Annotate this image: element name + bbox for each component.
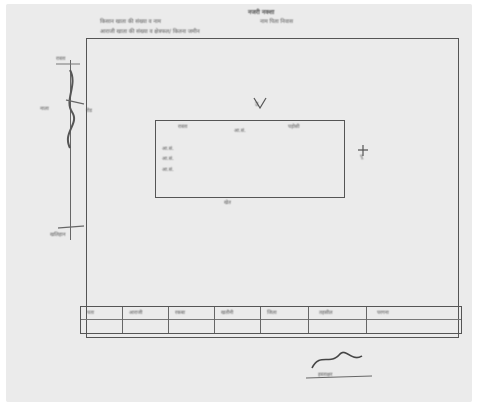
table-cell-label: जिला	[267, 310, 277, 316]
header-line-1-right: नाम पिता निवास	[260, 19, 294, 25]
plot-bottom-label: खेत	[224, 200, 231, 206]
table-cell: परगना	[367, 307, 461, 333]
details-table: पता आराजी रकबा खतौनी जिला तहसील परगना	[80, 306, 462, 334]
table-cell: रकबा	[169, 307, 215, 333]
table-cell-label: पता	[87, 310, 94, 316]
table-cell-label: खतौनी	[221, 310, 234, 316]
signature-label: हस्ताक्षर	[318, 372, 333, 378]
table-cell-label: परगना	[377, 310, 389, 316]
table-cell: तहसील	[309, 307, 367, 333]
table-cell-label: आराजी	[129, 310, 143, 316]
scanned-sheet	[6, 4, 472, 402]
north-label: उ	[255, 101, 259, 108]
table-cell: जिला	[261, 307, 309, 333]
plot-top-right-label: पड़ोसी	[288, 124, 300, 130]
table-cell: पता	[81, 307, 123, 333]
map-frame	[86, 38, 459, 338]
left-label-mid-right: रोड	[86, 108, 93, 114]
left-label-bottom: खलिहान	[50, 232, 66, 238]
land-plot	[155, 120, 345, 198]
left-boundary-line	[70, 60, 71, 240]
table-cell: खतौनी	[215, 307, 261, 333]
table-cell: आराजी	[123, 307, 169, 333]
left-label-top: रास्ता	[56, 56, 66, 62]
plot-entry-1: आ.सं.	[162, 146, 174, 152]
plot-entry-3: आ.सं.	[162, 167, 174, 173]
table-cell-label: तहसील	[319, 310, 333, 316]
left-label-mid: नाला	[40, 106, 49, 112]
table-cell-label: रकबा	[175, 310, 186, 316]
plot-entry-2: आ.सं.	[162, 156, 174, 162]
plot-side-label: पू	[360, 154, 363, 160]
plot-top-center-label: आ.सं.	[234, 128, 246, 134]
header-line-2: आराजी खाता की संख्या व क्षेत्रफल/ कितना …	[100, 29, 200, 35]
plot-top-left-label: रास्ता	[178, 124, 188, 130]
header-line-1-left: किसान खाता की संख्या व नाम	[100, 19, 162, 25]
header-title: नजरी नक्शा	[248, 9, 275, 16]
